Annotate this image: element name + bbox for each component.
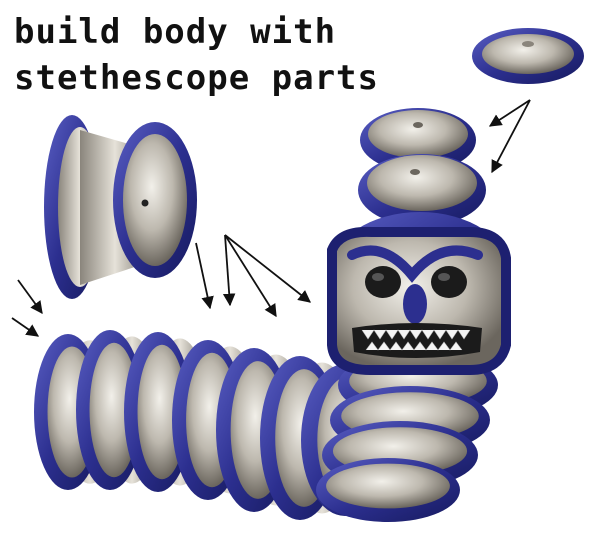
caption-line-1: build body with — [14, 12, 337, 52]
stacked-bells — [358, 108, 486, 226]
body-segments — [34, 318, 498, 522]
eyes — [365, 266, 467, 298]
arrow — [17, 279, 43, 315]
arrow — [11, 317, 40, 337]
arrow — [195, 242, 214, 310]
arrow — [224, 234, 277, 318]
nose — [403, 284, 427, 324]
pointer-arrows — [11, 99, 531, 337]
mouth — [352, 323, 482, 358]
arrow — [224, 234, 311, 303]
small-diaphragm-top-right — [472, 28, 584, 84]
arrow — [491, 99, 531, 174]
arrow — [488, 99, 531, 127]
eyebrow — [347, 245, 483, 283]
caterpillar-head — [327, 212, 511, 375]
caption-line-2: stethescope parts — [14, 58, 379, 98]
arrow — [222, 234, 236, 307]
body-segment — [316, 458, 460, 522]
chest-piece-side-view — [44, 115, 197, 299]
